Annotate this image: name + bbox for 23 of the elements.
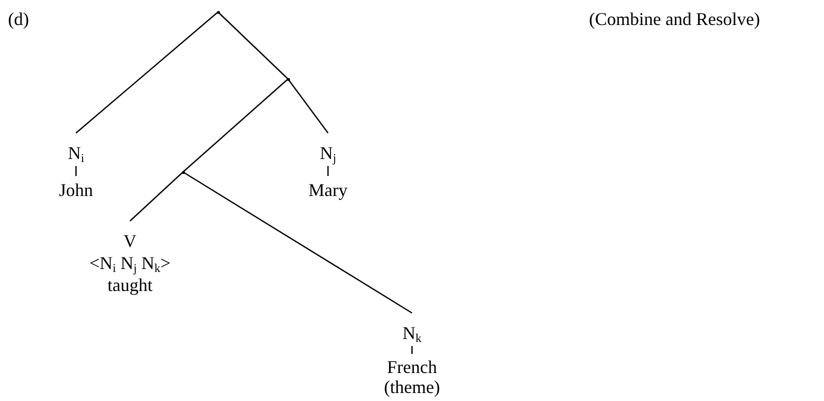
tree-branch-line <box>218 12 288 80</box>
tree-branch-tick <box>327 166 329 176</box>
word-label: <N$_{i}$ N$_{j}$ N$_{k}$> <box>90 252 170 274</box>
word-label: taught <box>106 274 154 296</box>
tree-branch-line <box>287 78 329 134</box>
tree-branch-tick <box>411 346 413 354</box>
tree-branch-line <box>182 78 288 172</box>
branch-point <box>182 170 184 174</box>
category-label: N$_{k}$ <box>402 322 422 344</box>
tree-branch-tick <box>75 166 77 176</box>
category-label: V <box>122 230 138 252</box>
panel-label: (d) <box>8 8 29 30</box>
branch-point <box>216 10 220 14</box>
tree-branch-line <box>182 171 412 314</box>
note-text: (Combine and Resolve) <box>589 8 760 30</box>
tree-branch-line <box>76 12 218 134</box>
tree-branch-line <box>130 172 184 222</box>
category-label: N$_{j}$ <box>320 142 336 164</box>
word-label: French (theme) <box>383 357 441 397</box>
word-label: John <box>59 179 93 201</box>
branch-point <box>286 78 290 80</box>
word-label: Mary <box>308 179 348 201</box>
category-label: N$_{i}$ <box>68 142 84 164</box>
